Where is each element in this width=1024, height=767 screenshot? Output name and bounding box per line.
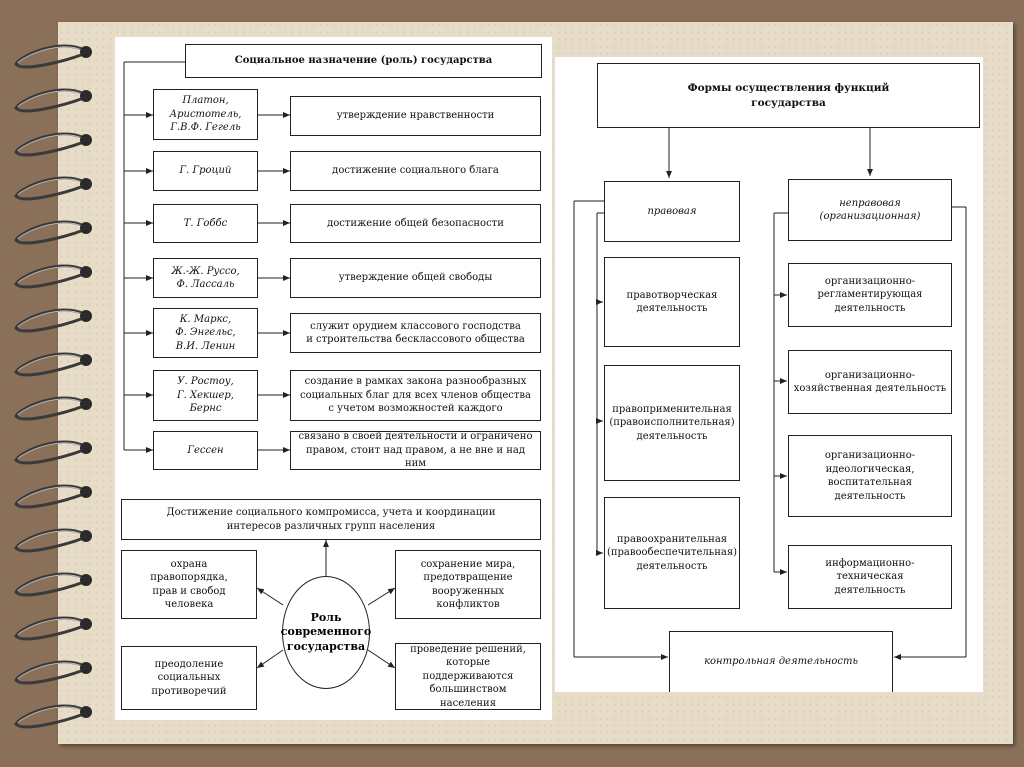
role-box-bottom-right: проведение решений, которые поддерживают…	[395, 643, 541, 710]
idea-box: утверждение нравственности	[290, 96, 541, 136]
organizational-activity-box: организационно- хозяйственная деятельнос…	[788, 350, 952, 414]
thinkers-box: Т. Гоббс	[153, 204, 258, 243]
thinkers-box: Гессен	[153, 431, 258, 470]
organizational-activity-box: организационно- регламентирующая деятель…	[788, 263, 952, 327]
social-purpose-title: Социальное назначение (роль) государства	[185, 44, 542, 78]
idea-box: служит орудием классового господства и с…	[290, 313, 541, 353]
idea-box: утверждение общей свободы	[290, 258, 541, 298]
thinkers-box: К. Маркс, Ф. Энгельс, В.И. Ленин	[153, 308, 258, 358]
organizational-activity-box: организационно- идеологическая, воспитат…	[788, 435, 952, 517]
thinkers-box: Ж.-Ж. Руссо, Ф. Лассаль	[153, 258, 258, 298]
idea-box: связано в своей деятельности и ограничен…	[290, 431, 541, 470]
role-box-bottom-left: преодоление социальных противоречий	[121, 646, 257, 710]
forms-title: Формы осуществления функций государства	[597, 63, 980, 128]
legal-activity-box: правоприменительная (правоисполнительная…	[604, 365, 740, 481]
idea-box: достижение общей безопасности	[290, 204, 541, 243]
legal-activity-box: правотворческая деятельность	[604, 257, 740, 347]
legal-activity-box: правоохранительная (правообеспечительная…	[604, 497, 740, 609]
control-activity-box: контрольная деятельность	[669, 631, 893, 692]
thinkers-box: У. Ростоу, Г. Хекшер, Бернс	[153, 370, 258, 421]
legal-form-box: правовая	[604, 181, 740, 242]
idea-box: создание в рамках закона разнообразных с…	[290, 370, 541, 421]
thinkers-box: Платон, Аристотель, Г.В.Ф. Гегель	[153, 89, 258, 140]
modern-state-role-ellipse: Роль современного государства	[282, 576, 370, 689]
organizational-activity-box: информационно-техническая деятельность	[788, 545, 952, 609]
role-box-top-left: охрана правопорядка, прав и свобод челов…	[121, 550, 257, 619]
compromise-box: Достижение социального компромисса, учет…	[121, 499, 541, 540]
role-box-top-right: сохранение мира, предотвращение вооружен…	[395, 550, 541, 619]
idea-box: достижение социального блага	[290, 151, 541, 191]
thinkers-box: Г. Гроций	[153, 151, 258, 191]
nonlegal-form-box: неправовая (организационная)	[788, 179, 952, 241]
